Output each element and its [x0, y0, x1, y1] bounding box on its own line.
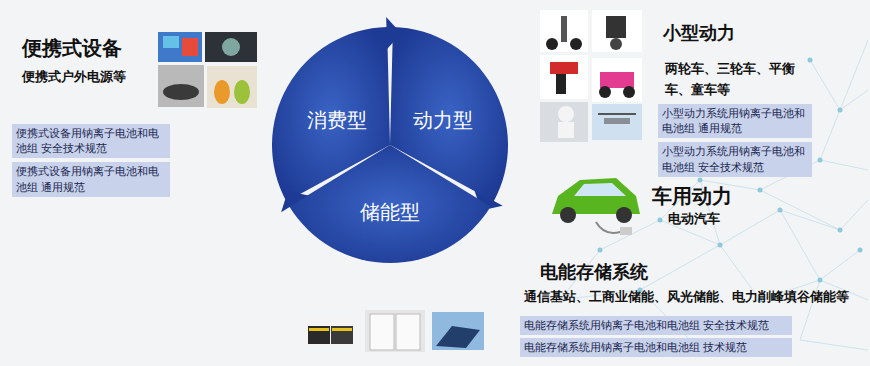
category-heading: 便携式设备 — [22, 36, 122, 61]
category-heading: 车用动力 — [652, 184, 732, 209]
standard-title: 便携式设备用钠离子电池和电池组 通用规范 — [16, 164, 166, 194]
standard-box: 电能存储系统用钠离子电池和电池组 技术规范 — [520, 338, 792, 357]
cycle-arrowhead — [281, 191, 308, 212]
application-note: 两轮车、三轮车、平衡车、童车等 — [665, 58, 803, 101]
application-note: 便携式户外电源等 — [22, 69, 126, 85]
application-note: 通信基站、工商业储能、风光储能、电力削峰填谷储能等 — [524, 289, 849, 305]
standard-box: 小型动力系统用钠离子电池和电池组 通用规范 — [658, 104, 812, 138]
standard-box: 电能存储系统用钠离子电池和电池组 安全技术规范 — [520, 316, 792, 335]
segment-label: 动力型 — [413, 107, 473, 134]
standard-title: 电能存储系统用钠离子电池和电池组 安全技术规范 — [524, 318, 788, 333]
small-power-photos — [540, 10, 642, 142]
application-note: 电动汽车 — [668, 211, 720, 227]
standard-title: 便携式设备用钠离子电池和电池组 安全技术规范 — [16, 126, 166, 156]
electric-car-picture — [552, 178, 640, 235]
standard-title: 小型动力系统用钠离子电池和电池组 通用规范 — [662, 106, 808, 136]
portable-device-photos — [158, 32, 257, 108]
standard-box: 便携式设备用钠离子电池和电池组 安全技术规范 — [12, 124, 170, 158]
segment-label: 消费型 — [307, 107, 367, 134]
segment-label: 储能型 — [360, 199, 420, 226]
category-heading: 小型动力 — [663, 22, 735, 45]
segment-shape — [250, 5, 530, 285]
standard-title: 小型动力系统用钠离子电池和电池组 安全技术规范 — [662, 144, 808, 174]
category-heading: 电能存储系统 — [540, 261, 648, 284]
energy-storage-photos — [305, 310, 484, 352]
standard-box: 小型动力系统用钠离子电池和电池组 安全技术规范 — [658, 142, 812, 176]
standard-box: 便携式设备用钠离子电池和电池组 通用规范 — [12, 162, 170, 196]
category-segment: 储能型 — [250, 5, 530, 285]
standard-title: 电能存储系统用钠离子电池和电池组 技术规范 — [524, 340, 788, 355]
segment-fill — [289, 145, 490, 263]
